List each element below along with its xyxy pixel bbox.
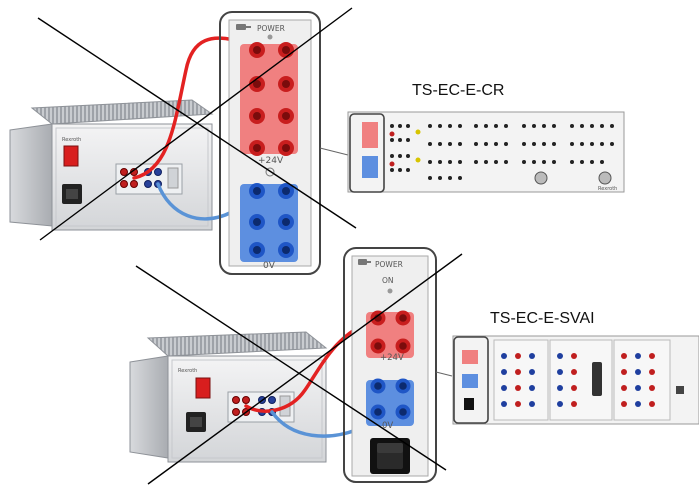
banana-socket-icon[interactable] xyxy=(395,404,411,420)
power-plug-icon xyxy=(358,259,371,265)
supply-red-terminal[interactable] xyxy=(120,180,128,188)
positive-sockets xyxy=(249,42,294,156)
rack-power-highlight xyxy=(453,336,489,424)
bottom-section: Rexroth POWER ON xyxy=(129,247,699,485)
supply-blue-terminal[interactable] xyxy=(154,168,162,176)
banana-socket-icon[interactable] xyxy=(395,338,411,354)
banana-socket-icon[interactable] xyxy=(370,404,386,420)
negative-sockets xyxy=(249,183,294,258)
supply-red-terminal[interactable] xyxy=(130,180,138,188)
rack-label-bottom: TS-EC-E-SVAI xyxy=(490,310,595,327)
strike-line xyxy=(147,253,463,485)
potentiometer-icon[interactable] xyxy=(598,171,612,185)
banana-socket-icon[interactable] xyxy=(249,140,265,156)
power-module-top: POWER +24V xyxy=(219,11,321,275)
ground-symbol-icon xyxy=(265,167,275,177)
banana-socket-icon[interactable] xyxy=(249,183,265,199)
switch-label: ON xyxy=(382,276,394,285)
rocker-switch-icon[interactable] xyxy=(370,438,410,474)
supply-red-terminal[interactable] xyxy=(242,396,250,404)
rack-ts-ec-e-svai xyxy=(452,335,699,425)
banana-socket-icon[interactable] xyxy=(278,42,294,58)
negative-sockets xyxy=(370,378,411,420)
banana-socket-icon[interactable] xyxy=(278,242,294,258)
positive-label: +24V xyxy=(380,353,404,363)
banana-socket-icon[interactable] xyxy=(370,378,386,394)
banana-socket-icon[interactable] xyxy=(395,310,411,326)
banana-socket-icon[interactable] xyxy=(370,338,386,354)
negative-label: 0V xyxy=(382,421,393,431)
d-sub-connector-icon xyxy=(592,362,602,396)
rack-ts-ec-e-cr: Rexroth xyxy=(347,111,625,193)
supply-logo: Rexroth xyxy=(62,137,81,143)
banana-socket-icon[interactable] xyxy=(249,242,265,258)
banana-socket-icon[interactable] xyxy=(249,42,265,58)
power-supply-unit-bottom: Rexroth xyxy=(129,331,328,463)
banana-socket-icon[interactable] xyxy=(278,140,294,156)
supply-red-terminal[interactable] xyxy=(120,168,128,176)
banana-socket-icon[interactable] xyxy=(278,183,294,199)
rack-logo: Rexroth xyxy=(598,186,617,192)
banana-socket-icon[interactable] xyxy=(278,76,294,92)
banana-socket-icon[interactable] xyxy=(278,214,294,230)
banana-socket-icon[interactable] xyxy=(249,108,265,124)
top-section: Rexroth POWER xyxy=(9,7,625,275)
status-led xyxy=(387,288,393,294)
zoom-connector-bottom xyxy=(435,371,453,377)
supply-red-terminal[interactable] xyxy=(232,396,240,404)
rack-terminals xyxy=(390,124,614,180)
positive-label: +24V xyxy=(258,156,284,166)
power-supply-unit-top: Rexroth xyxy=(9,99,214,231)
red-wire-top xyxy=(132,36,252,180)
red-wire-bottom xyxy=(244,320,374,413)
power-module-bottom: POWER ON +24V 0V xyxy=(343,247,437,483)
power-plug-icon xyxy=(236,24,251,30)
strike-line xyxy=(39,7,353,241)
module-title: POWER xyxy=(257,24,285,33)
banana-socket-icon[interactable] xyxy=(249,76,265,92)
negative-label: 0V xyxy=(263,261,276,271)
positive-block xyxy=(240,44,298,154)
supply-red-terminal[interactable] xyxy=(232,408,240,416)
module-outline xyxy=(219,11,321,275)
supply-blue-terminal[interactable] xyxy=(144,180,152,188)
rack-label-top: TS-EC-E-CR xyxy=(412,82,504,99)
supply-display xyxy=(195,377,211,399)
banana-socket-icon[interactable] xyxy=(370,310,386,326)
banana-socket-icon[interactable] xyxy=(395,378,411,394)
banana-socket-icon[interactable] xyxy=(278,108,294,124)
rack-power-highlight xyxy=(349,113,385,193)
strike-line xyxy=(135,265,447,471)
potentiometer-icon[interactable] xyxy=(534,171,548,185)
supply-display xyxy=(63,145,79,167)
zoom-connector-top xyxy=(319,147,349,156)
banana-socket-icon[interactable] xyxy=(249,214,265,230)
rack-terminals xyxy=(501,353,655,407)
supply-logo: Rexroth xyxy=(178,368,197,374)
supply-blue-terminal[interactable] xyxy=(268,396,276,404)
module-outline xyxy=(343,247,437,483)
positive-sockets xyxy=(370,310,411,354)
status-led xyxy=(267,34,273,40)
module-title: POWER xyxy=(375,260,403,269)
